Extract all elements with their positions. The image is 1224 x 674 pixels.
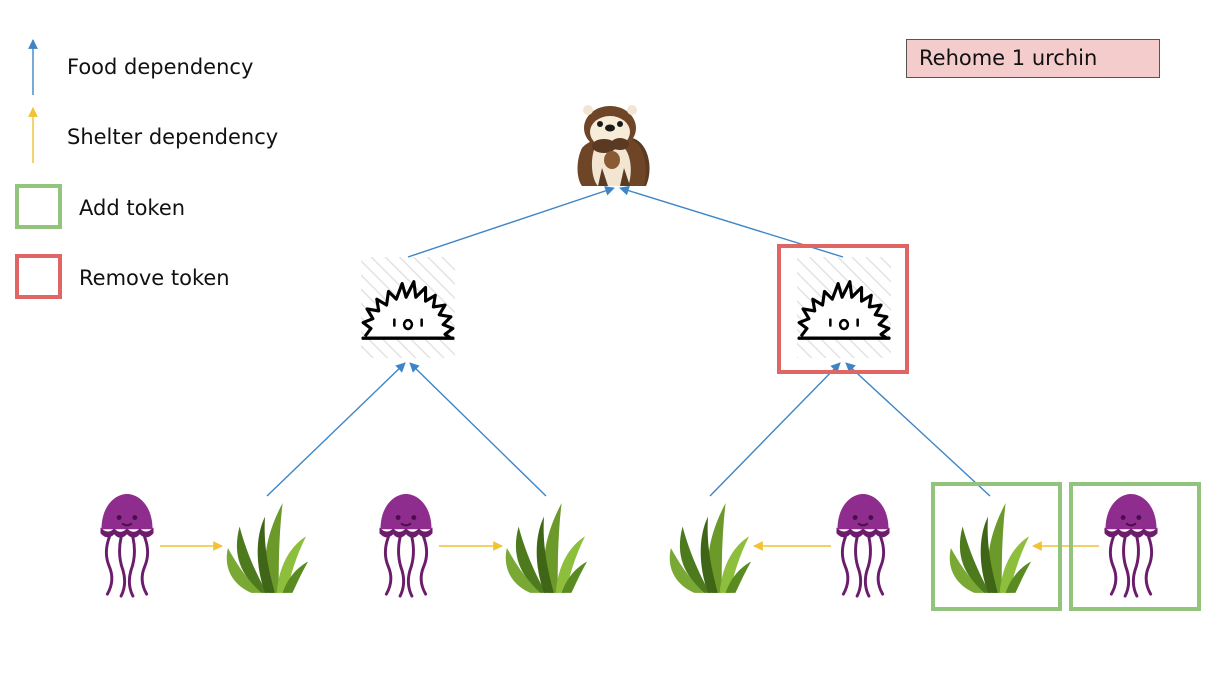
action-label: Rehome 1 urchin xyxy=(919,46,1098,70)
food-arrow xyxy=(266,362,406,497)
action-label-box: Rehome 1 urchin xyxy=(906,39,1160,78)
remove-token-box xyxy=(777,244,909,374)
kelp-icon xyxy=(949,502,1032,593)
legend-remove-box xyxy=(15,254,62,299)
jellyfish-icon xyxy=(377,492,435,598)
food-arrow xyxy=(407,186,615,258)
legend-remove-label: Remove token xyxy=(79,266,230,290)
kelp-icon xyxy=(505,502,588,593)
jellyfish-icon xyxy=(1102,492,1160,598)
kelp-icon xyxy=(669,502,752,593)
jellyfish-icon xyxy=(98,492,156,598)
legend-add-label: Add token xyxy=(79,196,186,220)
kelp-icon xyxy=(226,502,309,593)
legend-food-label: Food dependency xyxy=(67,55,254,79)
legend-shelter-label: Shelter dependency xyxy=(67,125,279,149)
jellyfish-icon xyxy=(834,492,892,598)
legend-add-box xyxy=(15,184,62,229)
food-arrow xyxy=(845,362,991,497)
food-arrow xyxy=(409,362,547,497)
food-arrow xyxy=(709,362,841,497)
sea-otter-icon xyxy=(577,105,650,186)
add-token-box xyxy=(931,482,1062,611)
add-token-box xyxy=(1069,482,1201,611)
